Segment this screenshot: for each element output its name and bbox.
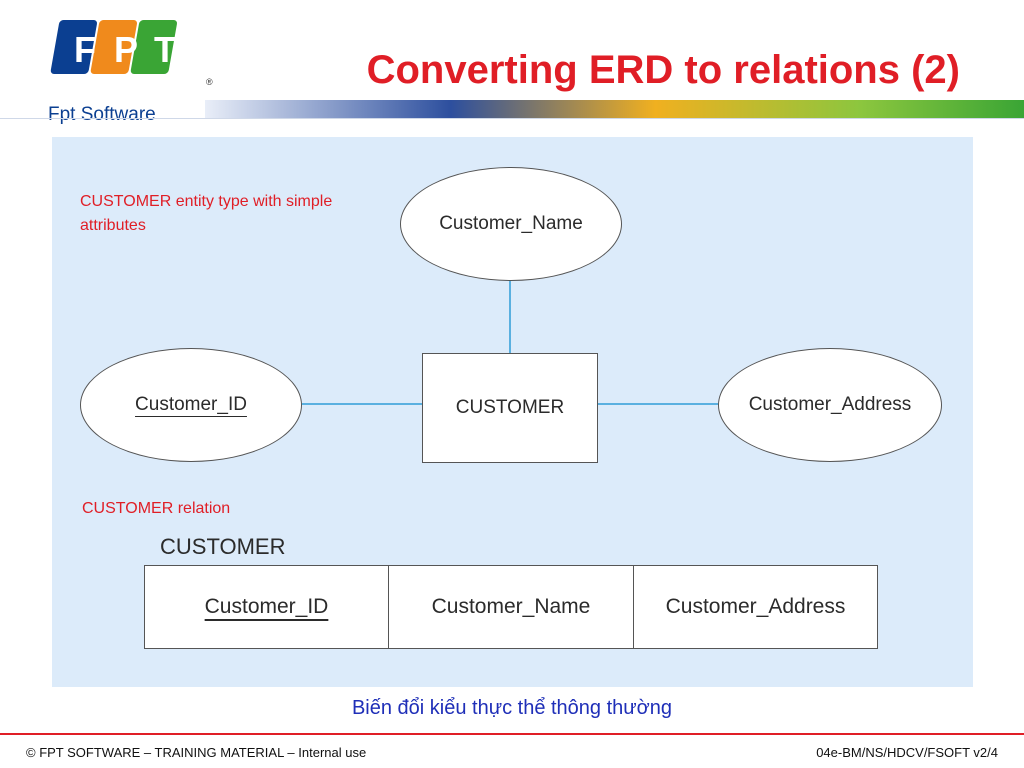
attribute-label-customer-id: Customer_ID (135, 394, 247, 415)
footer-copyright: © FPT SOFTWARE – TRAINING MATERIAL – Int… (26, 745, 367, 760)
logo-wordmark: Fpt Software (48, 104, 156, 125)
title-underline-band (205, 100, 1024, 118)
erd-diagram-panel: CUSTOMER entity type with simple attribu… (52, 137, 973, 687)
entity-box-customer: CUSTOMER (422, 353, 598, 463)
entity-label-customer: CUSTOMER (455, 397, 565, 418)
logo-tile-p: P (114, 29, 138, 70)
logo-tile-f: F (74, 29, 96, 70)
connector-id-entity (302, 403, 422, 405)
slide-title: Converting ERD to relations (2) (366, 48, 960, 92)
note-relation: CUSTOMER relation (82, 500, 231, 517)
relation-table: Customer_ID Customer_Name Customer_Addre… (144, 565, 878, 649)
registered-mark: ® (206, 77, 213, 87)
logo-tile-t: T (154, 29, 176, 70)
footer-divider (0, 733, 1024, 735)
fpt-logo-icon: F P T (50, 20, 178, 74)
relation-column-label: Customer_Name (431, 595, 591, 618)
connector-name-entity (509, 281, 511, 353)
relation-column-customer-address: Customer_Address (634, 566, 877, 648)
header-divider (0, 118, 1024, 119)
note-entity-type: CUSTOMER entity type with simple attribu… (80, 193, 333, 234)
relation-column-label: Customer_Address (665, 595, 846, 618)
relation-column-customer-name: Customer_Name (389, 566, 634, 648)
relation-name: CUSTOMER (160, 534, 286, 559)
attribute-ellipse-customer-id: Customer_ID (80, 348, 302, 462)
relation-column-label: Customer_ID (204, 595, 329, 618)
attribute-label-customer-address: Customer_Address (748, 394, 912, 415)
connector-entity-address (598, 403, 718, 405)
fpt-software-logo: F P T ® Fpt Software (48, 18, 213, 125)
footer-document-code: 04e-BM/NS/HDCV/FSOFT v2/4 (816, 745, 998, 760)
attribute-label-customer-name: Customer_Name (439, 213, 583, 234)
attribute-ellipse-customer-address: Customer_Address (718, 348, 942, 462)
relation-column-customer-id: Customer_ID (145, 566, 389, 648)
attribute-ellipse-customer-name: Customer_Name (400, 167, 622, 281)
slide-caption: Biến đổi kiểu thực thể thông thường (351, 697, 673, 719)
